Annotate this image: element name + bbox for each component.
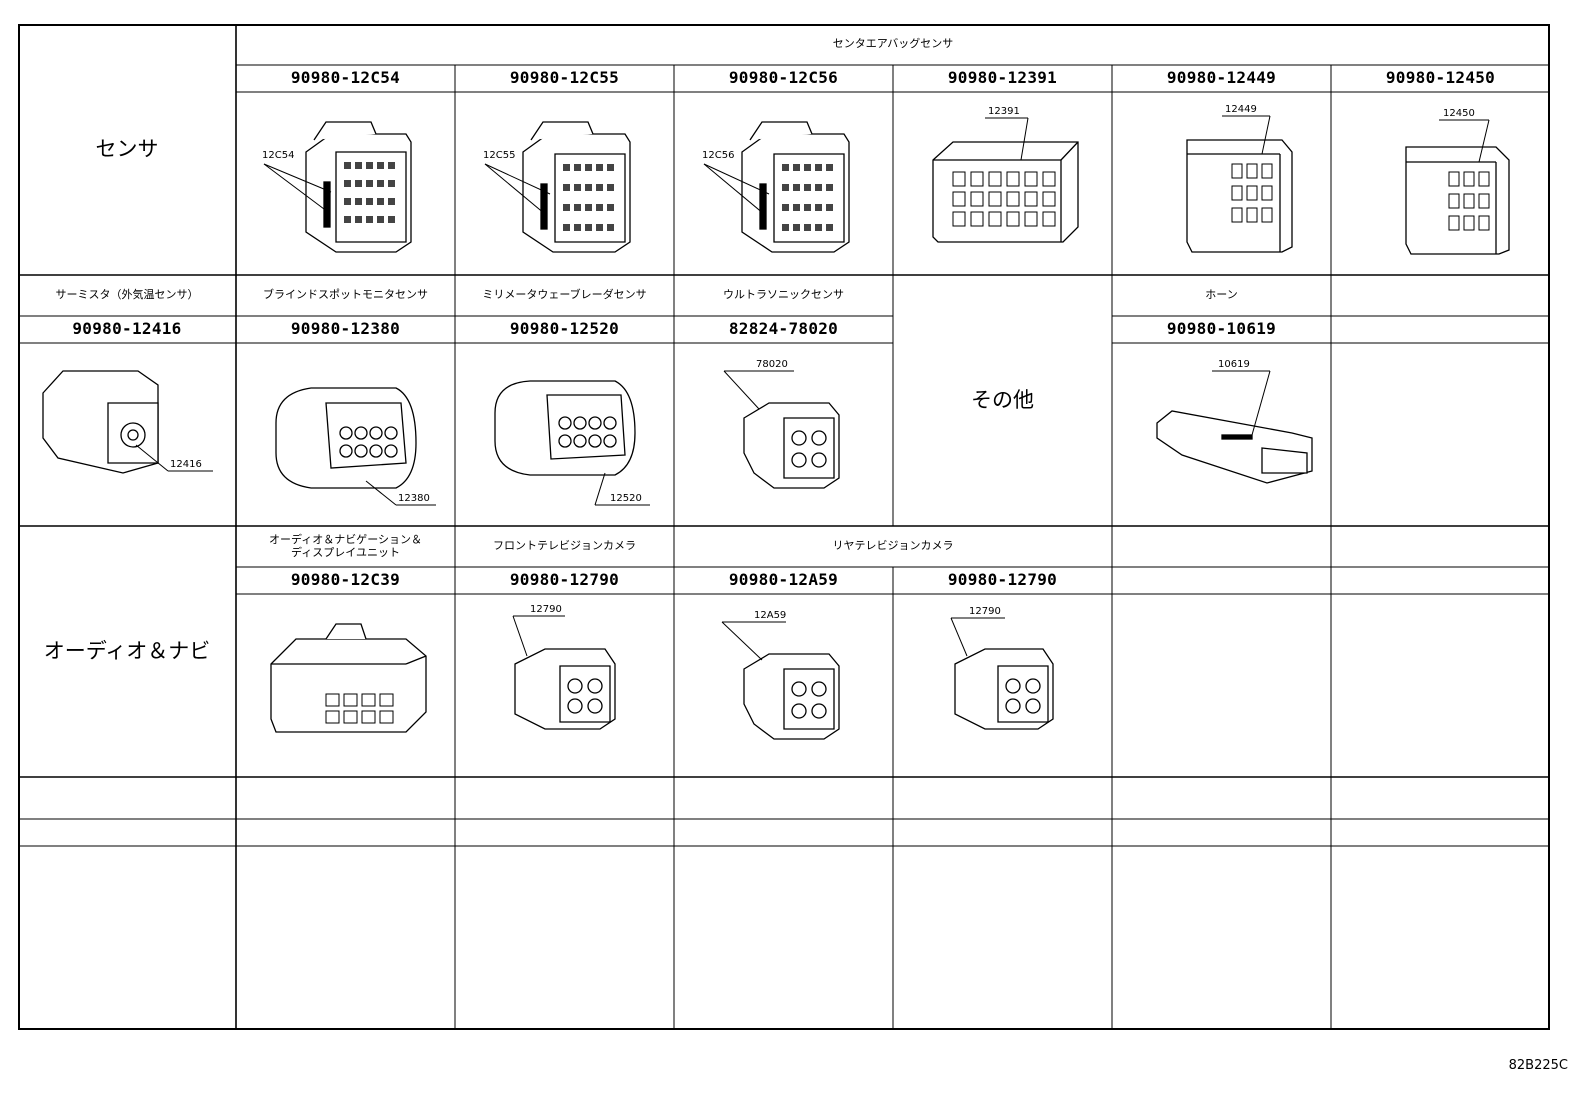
connector-drawing-airbag: 12C54 <box>262 121 412 253</box>
connector-callout: 10619 <box>1218 359 1250 370</box>
group-title-front-tv-camera: フロントテレビジョンカメラ <box>493 539 636 553</box>
connector-callout: 12C54 <box>262 150 294 161</box>
group-title-audio-nav-display: オーディオ＆ナビゲーション＆ ディスプレイユニット <box>236 526 455 567</box>
connector-drawing-airbag: 12450 <box>1405 108 1510 255</box>
part-number: 90980-12C56 <box>728 68 839 88</box>
connector-drawing-ultrasonic: 78020 <box>723 359 840 489</box>
part-number: 82824-78020 <box>728 319 839 339</box>
part-number: 90980-12C55 <box>509 68 620 88</box>
connector-callout: 12520 <box>610 493 642 504</box>
part-number: 90980-12416 <box>72 319 182 339</box>
group-title-blind-spot: ブラインドスポットモニタセンサ <box>263 288 428 302</box>
part-number: 90980-12391 <box>947 68 1058 88</box>
connector-callout: 12380 <box>398 493 430 504</box>
connector-drawing-airbag: 12449 <box>1186 104 1293 253</box>
connector-drawing-rear-tv-camera: 12790 <box>950 606 1054 730</box>
connector-drawing-airbag: 12391 <box>932 106 1079 243</box>
part-number: 90980-12520 <box>509 319 620 339</box>
part-number: 90980-10619 <box>1166 319 1277 339</box>
part-number: 90980-12449 <box>1166 68 1277 88</box>
connector-drawing-millimeter-radar: 12520 <box>494 380 650 506</box>
part-number: 90980-12C39 <box>290 570 401 590</box>
connector-drawing-airbag: 12C55 <box>483 121 631 253</box>
group-title-thermistor: サーミスタ（外気温センサ） <box>55 288 199 302</box>
connector-callout: 12449 <box>1225 104 1257 115</box>
group-title-center-airbag: センタエアバッグセンサ <box>832 37 954 51</box>
connector-callout: 12C55 <box>483 150 515 161</box>
part-number: 90980-12450 <box>1385 68 1496 88</box>
connector-drawing-rear-tv-camera: 12A59 <box>721 610 840 740</box>
section-label-audio-nav: オーディオ＆ナビ <box>43 639 211 664</box>
group-title-line: オーディオ＆ナビゲーション＆ <box>268 532 422 546</box>
section-label-other: その他 <box>971 388 1034 413</box>
group-title-ultrasonic: ウルトラソニックセンサ <box>723 288 844 302</box>
connector-drawing-thermistor: 12416 <box>42 370 213 474</box>
connector-chart: センサ その他 オーディオ＆ナビ センタエアバッグセンサ 90980-12C54… <box>18 24 1574 1044</box>
part-number: 90980-12790 <box>509 570 620 590</box>
drawing-code: 82B225C <box>1508 1058 1568 1073</box>
connector-drawing-airbag: 12C56 <box>702 121 850 253</box>
connector-drawing-horn: 10619 <box>1156 359 1313 484</box>
group-title-rear-tv-camera: リヤテレビジョンカメラ <box>832 539 954 553</box>
group-title-line: ディスプレイユニット <box>290 545 400 559</box>
connector-callout: 12391 <box>988 106 1020 117</box>
connector-drawing-audio-nav <box>270 623 427 733</box>
connector-callout: 78020 <box>756 359 788 370</box>
connector-callout: 12A59 <box>754 610 786 621</box>
part-number: 90980-12A59 <box>728 570 839 590</box>
connector-drawing-front-tv-camera: 12790 <box>512 604 616 730</box>
connector-callout: 12450 <box>1443 108 1475 119</box>
part-number: 90980-12380 <box>290 319 401 339</box>
connector-callout: 12790 <box>969 606 1001 617</box>
part-number: 90980-12C54 <box>290 68 401 88</box>
connector-drawing-blind-spot: 12380 <box>275 387 436 506</box>
section-label-sensor: センサ <box>95 137 159 162</box>
part-number: 90980-12790 <box>947 570 1058 590</box>
group-title-millimeter-radar: ミリメータウェーブレーダセンサ <box>482 288 647 302</box>
connector-callout: 12790 <box>530 604 562 615</box>
connector-callout: 12C56 <box>702 150 734 161</box>
table-grid <box>18 24 1550 1030</box>
connector-callout: 12416 <box>170 459 202 470</box>
group-title-horn: ホーン <box>1205 288 1238 302</box>
